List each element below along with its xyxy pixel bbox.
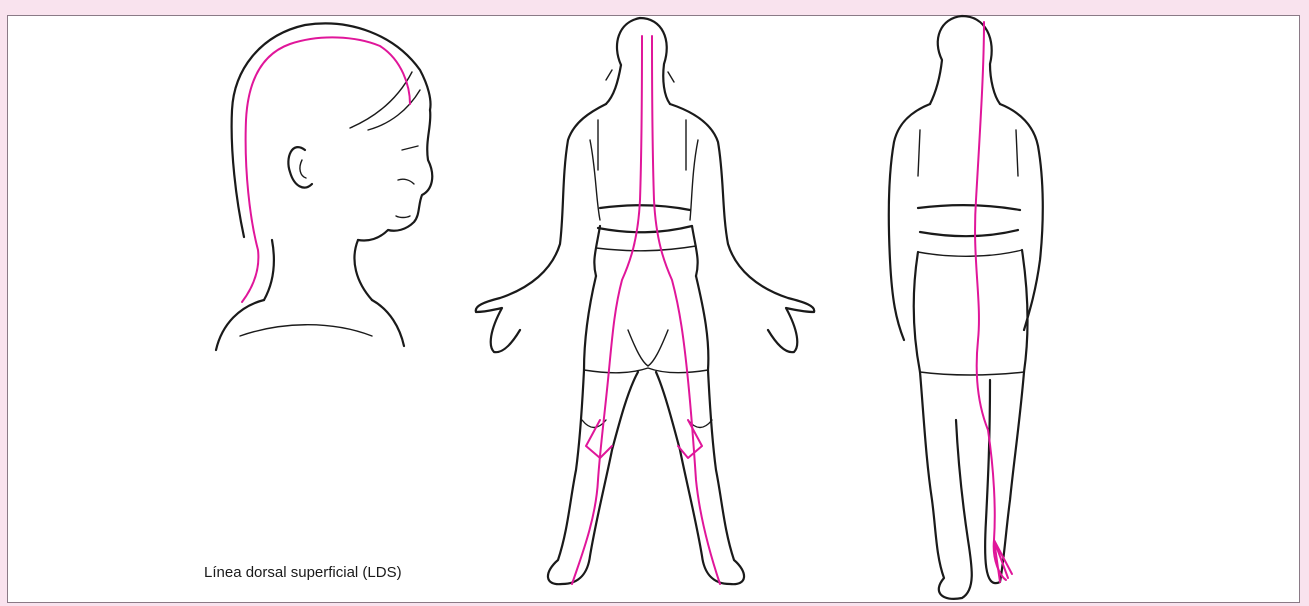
lds-line-head [242,37,410,302]
figure-caption: Línea dorsal superficial (LDS) [204,564,402,581]
side-view-figure [889,16,1043,599]
back-view-figure [476,18,814,584]
lds-line-back-right [652,36,720,584]
head-profile-figure [216,23,432,350]
